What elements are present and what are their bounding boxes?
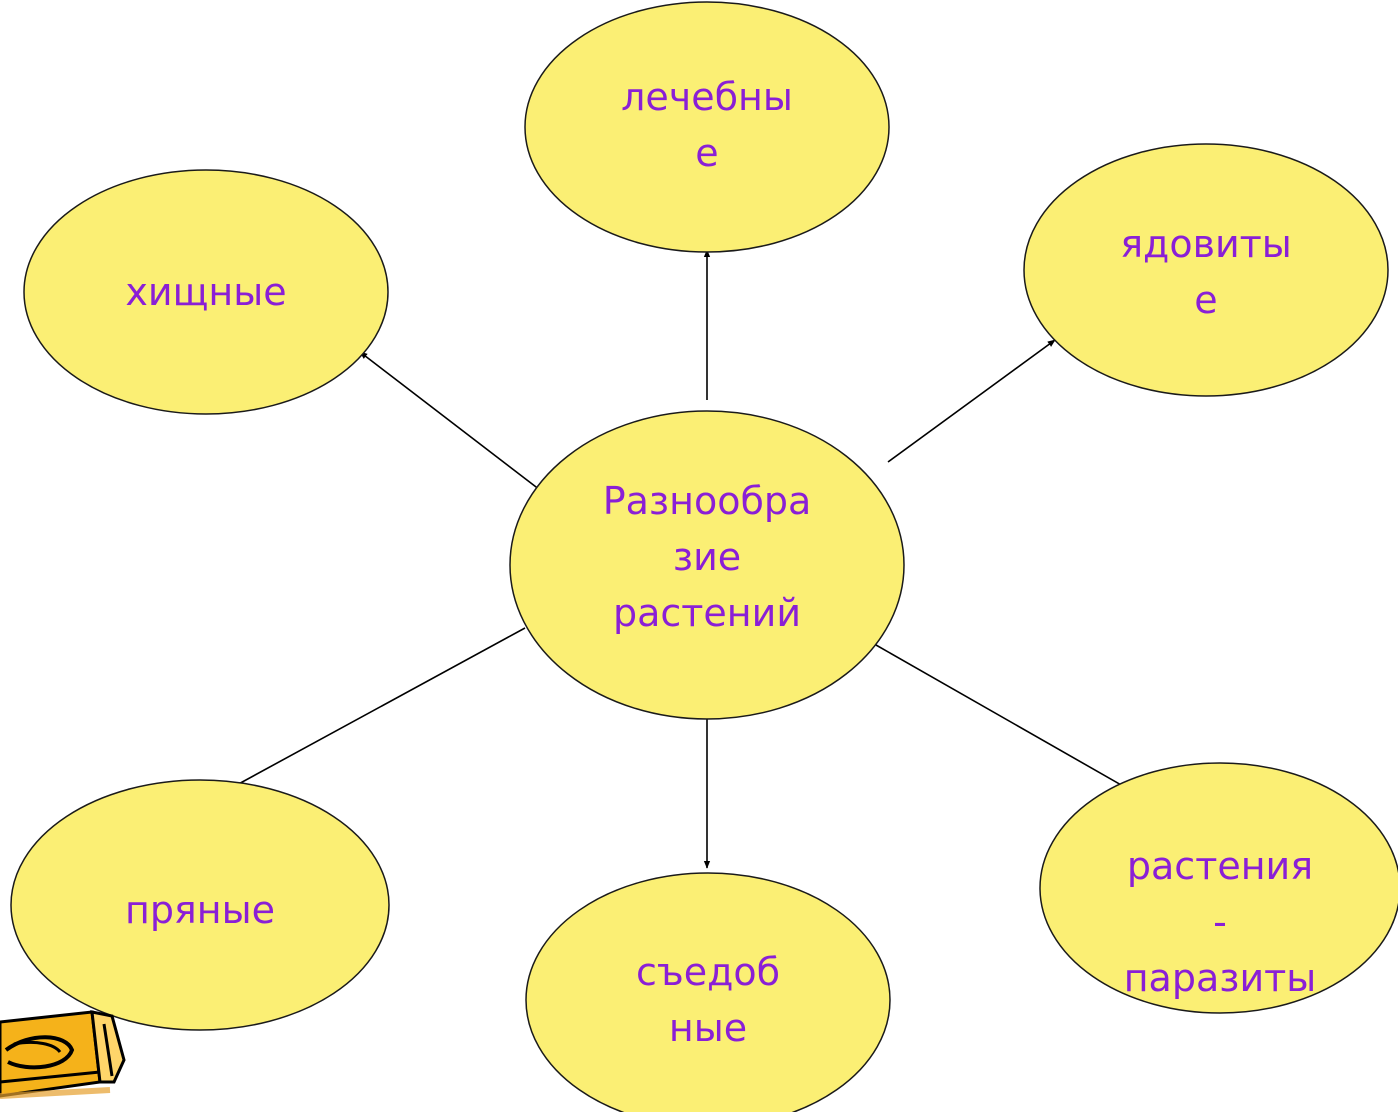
node-parasitic: [1039, 762, 1398, 1014]
arrow-to-parasitic: [875, 644, 1159, 807]
node-edible: [525, 872, 891, 1112]
node-spicy: [10, 779, 390, 1031]
node-predatory: [23, 169, 389, 415]
arrow-to-poisonous: [887, 339, 1056, 463]
node-center: [509, 410, 905, 720]
arrow-to-spicy: [221, 627, 526, 794]
pencil-icon: [0, 1010, 126, 1099]
arrow-to-predatory: [359, 351, 541, 491]
node-poisonous: [1023, 143, 1389, 397]
node-medicinal: [524, 1, 890, 253]
